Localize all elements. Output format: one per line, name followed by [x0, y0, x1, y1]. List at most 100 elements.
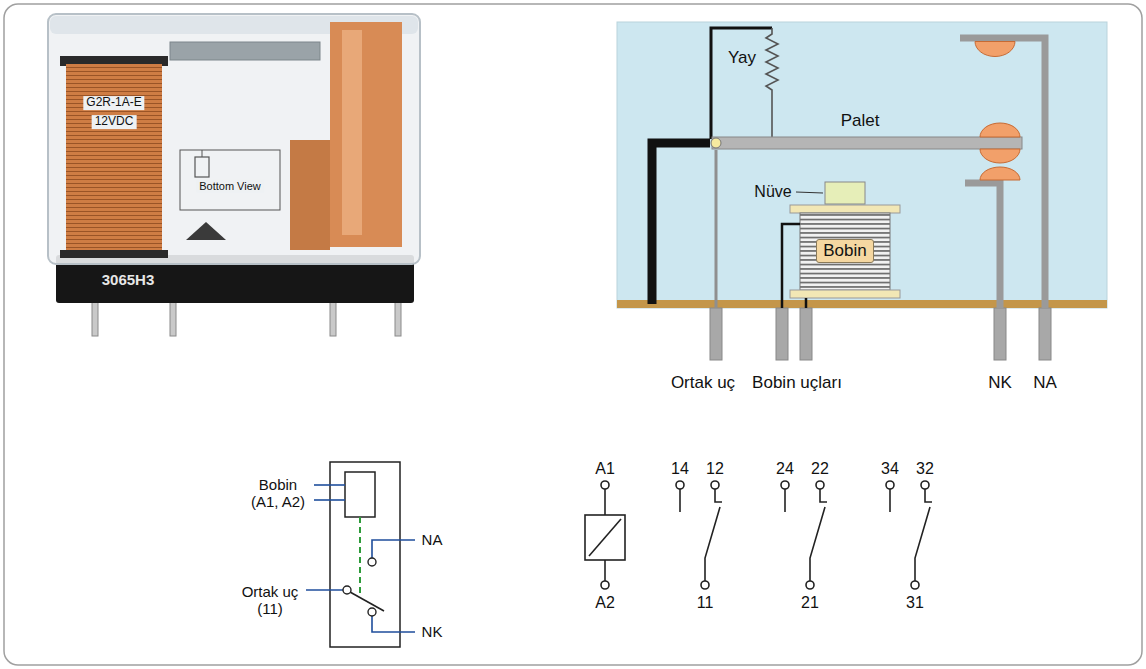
- contact-symbol: [679, 489, 681, 512]
- coil-label-box: Bobin: [816, 239, 873, 263]
- relay-photo: [195, 157, 209, 177]
- contact-symbol: [925, 489, 932, 502]
- relay-photo: [330, 298, 336, 336]
- nc-arm: [965, 183, 1000, 308]
- relay-cross-section: [617, 300, 1107, 308]
- contact: [975, 42, 1015, 57]
- coil-lead: [782, 224, 800, 308]
- contact-symbol: [604, 560, 606, 581]
- voltage-marking: 12VDC: [92, 115, 137, 129]
- terminal-number: 22: [811, 460, 829, 478]
- bobbin-flange: [790, 205, 900, 213]
- contact-symbol: [676, 481, 684, 489]
- relay-photo: [60, 250, 168, 258]
- hinge: [711, 138, 721, 148]
- relay-cross-section: [617, 22, 1107, 308]
- contact-symbol: [705, 507, 720, 581]
- relay-photo: [66, 64, 162, 252]
- contact: [980, 149, 1020, 163]
- relay-schematic: [368, 608, 376, 616]
- pin-label: Ortak uç: [671, 373, 735, 393]
- leader-line: [314, 484, 345, 486]
- frame-bracket: [711, 28, 772, 139]
- terminal-number: 24: [776, 460, 794, 478]
- terminal-number: 34: [881, 460, 899, 478]
- relay-photo: [170, 298, 176, 336]
- part-label: Nüve: [754, 183, 791, 201]
- contact-symbol: [604, 489, 606, 515]
- contact-symbol: [915, 507, 930, 581]
- contact-symbol: [820, 489, 827, 502]
- terminal-pin: [710, 308, 1051, 360]
- core: [825, 182, 865, 204]
- relay-photo: [342, 30, 362, 235]
- mechanical-link: [359, 517, 361, 596]
- pin-label: NK: [422, 623, 443, 640]
- terminal-pin: [800, 308, 812, 360]
- part-label: Yay: [728, 48, 756, 68]
- contact-blade: [350, 592, 384, 611]
- coil-symbol: [345, 472, 375, 517]
- relay-photo: [395, 298, 401, 336]
- contact: [980, 167, 1020, 180]
- relay-schematic: [343, 586, 351, 594]
- relay-photo: [290, 140, 330, 250]
- relay-photo: [202, 150, 203, 157]
- contact-symbol: [589, 519, 621, 556]
- pin-label: Ortak uç (11): [239, 583, 301, 618]
- pin-label: NA: [422, 531, 443, 548]
- terminal-pin: [776, 308, 788, 360]
- relay-photo: [180, 150, 280, 210]
- contact-symbol: [806, 581, 814, 589]
- terminal-number: 11: [697, 594, 714, 612]
- nc-line: [372, 616, 415, 632]
- contact-symbol: [784, 489, 786, 512]
- common-lead: [715, 150, 718, 308]
- contact-symbol: [601, 481, 609, 489]
- contact-symbol: [889, 489, 891, 512]
- outer-frame: [4, 4, 1142, 665]
- contact-symbol: [585, 481, 932, 589]
- model-marking: G2R-1A-E: [83, 96, 144, 110]
- contact-symbol: [886, 481, 894, 489]
- relay-cross-section: [617, 22, 1107, 360]
- contact-symbol: [701, 581, 709, 589]
- leader-line: [306, 589, 343, 591]
- pin-label: NK: [988, 373, 1012, 393]
- no-line: [372, 540, 415, 558]
- marking-text: Bottom View: [196, 180, 264, 193]
- relay-photo: [170, 42, 320, 60]
- terminal-number: 31: [906, 594, 924, 612]
- terminal-pin: [710, 308, 722, 360]
- node-text: Bobin: [823, 241, 866, 261]
- contact-symbol: [585, 515, 625, 560]
- contact-symbol: [921, 481, 929, 489]
- relay-schematic: [368, 558, 376, 566]
- contact-symbol: [810, 507, 825, 581]
- terminal-pin: [1039, 308, 1051, 360]
- relay-photo: [186, 222, 226, 240]
- terminal-number: 32: [916, 460, 934, 478]
- bobbin-flange: [790, 290, 900, 298]
- leader-line: [796, 192, 823, 193]
- relay-photo: [48, 14, 420, 336]
- leader-line: [314, 499, 345, 501]
- terminal-number: 21: [801, 594, 819, 612]
- relay-schematic: [306, 462, 415, 647]
- contact: [980, 123, 1020, 137]
- terminal-number: 12: [706, 460, 724, 478]
- spring: [766, 28, 778, 137]
- terminal-pin: [994, 308, 1006, 360]
- terminal-number: A2: [595, 594, 615, 612]
- pin-label: NA: [1033, 373, 1057, 393]
- armature: [712, 137, 1022, 149]
- relay-photo: [92, 298, 98, 336]
- relay-schematic: [330, 462, 400, 647]
- relay-photo: [330, 22, 402, 247]
- contact-symbol: [711, 481, 719, 489]
- frame-bracket: [652, 143, 710, 304]
- contact-symbol: [601, 581, 609, 589]
- part-number: 3065H3: [102, 271, 155, 288]
